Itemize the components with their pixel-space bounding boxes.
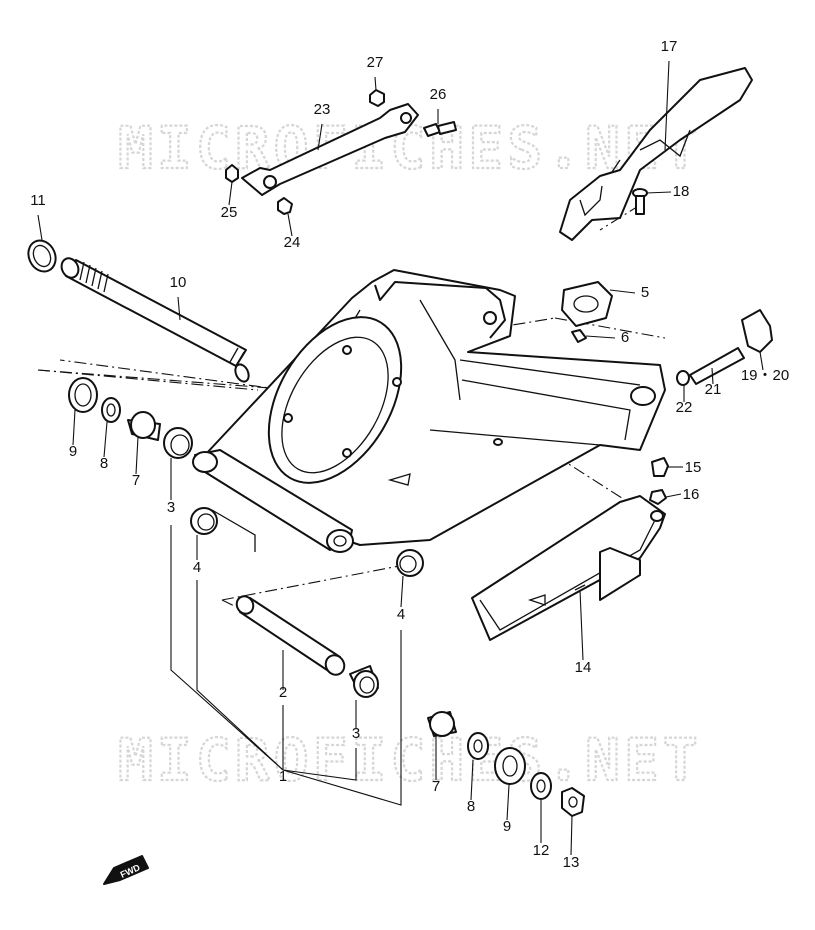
swingarm-body	[192, 269, 666, 553]
callout-15: 15	[685, 459, 702, 476]
fwd-arrow: FWD	[103, 855, 149, 885]
callout-17: 17	[661, 38, 678, 55]
small-hardware	[225, 89, 773, 505]
callout-3a: 3	[167, 499, 175, 516]
part-17-chain-case	[559, 67, 753, 241]
callout-1: 1	[279, 768, 287, 785]
callout-12: 12	[533, 842, 550, 859]
callout-25: 25	[221, 204, 238, 221]
callout-23: 23	[314, 101, 331, 118]
part-23-torque-link	[241, 103, 419, 196]
callout-18: 18	[673, 183, 690, 200]
callout-19-20: 19・20	[741, 367, 789, 384]
callout-2: 2	[279, 684, 287, 701]
callout-8a: 8	[100, 455, 108, 472]
callout-6: 6	[621, 329, 629, 346]
callout-22: 22	[676, 399, 693, 416]
part-14-chain-guide	[471, 495, 666, 641]
callout-4a: 4	[193, 559, 201, 576]
callout-9a: 9	[69, 443, 77, 460]
callout-21: 21	[705, 381, 722, 398]
part-11-lock-nut	[27, 239, 57, 273]
part-2-spacer	[235, 595, 346, 676]
callout-13: 13	[563, 854, 580, 871]
callout-labels: 1233445677889910111213141516171819・20212…	[30, 38, 789, 871]
callout-8b: 8	[467, 798, 475, 815]
callout-24: 24	[284, 234, 301, 251]
part-10-pivot-shaft	[60, 257, 250, 383]
callout-4b: 4	[397, 606, 405, 623]
callout-11: 11	[30, 192, 46, 209]
callout-7b: 7	[432, 778, 440, 795]
callout-9b: 9	[503, 818, 511, 835]
part-3-bearing-lower	[349, 665, 379, 698]
watermark-bottom: MICROFICHES.NET	[118, 726, 702, 794]
callout-14: 14	[575, 659, 592, 676]
callout-5: 5	[641, 284, 649, 301]
callout-27: 27	[367, 54, 384, 71]
callout-7a: 7	[132, 472, 140, 489]
callout-3b: 3	[352, 725, 360, 742]
left-bearing-stack	[68, 377, 193, 459]
callout-10: 10	[170, 274, 187, 291]
part-4-bearings	[190, 507, 424, 577]
callout-26: 26	[430, 86, 447, 103]
right-bearing-stack	[427, 711, 585, 817]
part-18-screw	[632, 188, 648, 215]
callout-16: 16	[683, 486, 700, 503]
leader-lines	[37, 60, 764, 856]
